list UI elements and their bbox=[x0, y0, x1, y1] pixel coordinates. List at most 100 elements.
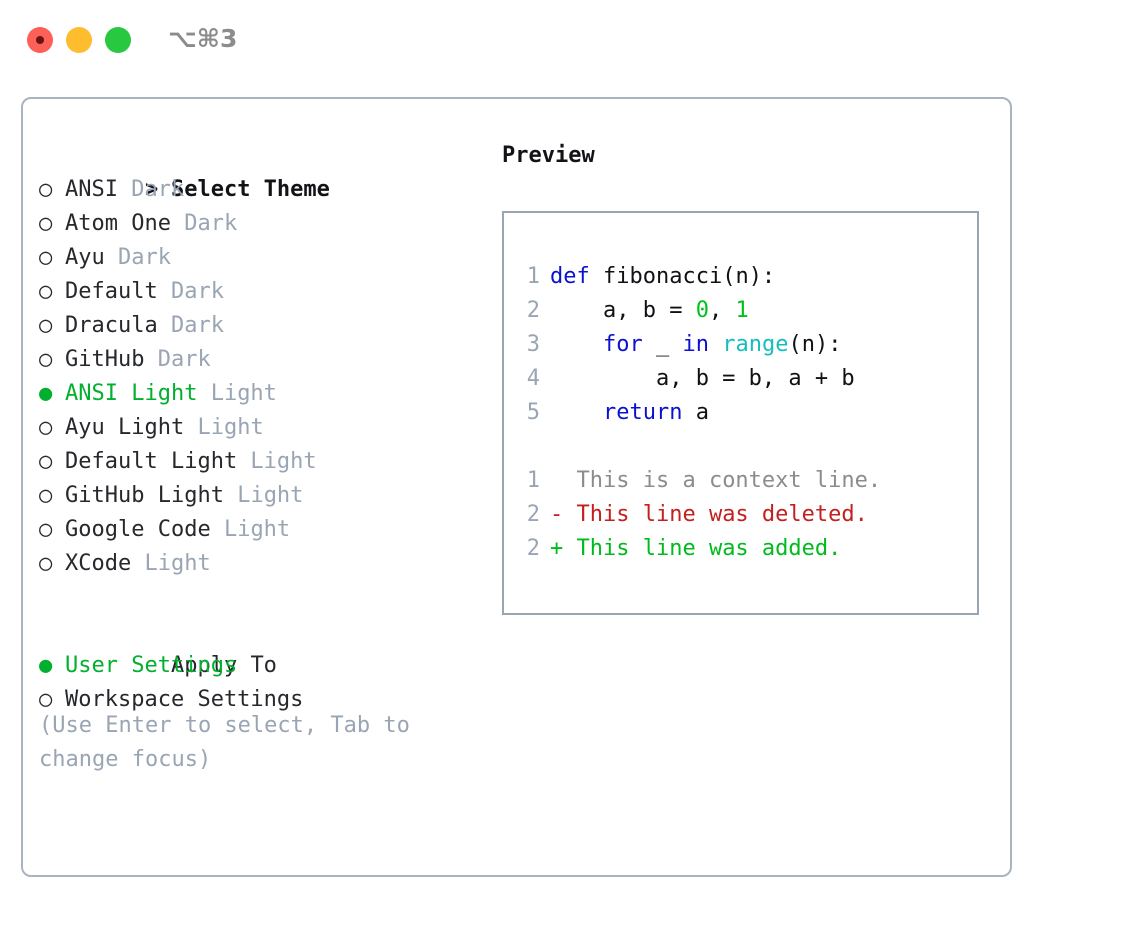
section-spacer bbox=[39, 581, 479, 615]
radio-unselected-icon: ○ bbox=[39, 245, 53, 270]
theme-option-variant-badge: Light bbox=[197, 381, 277, 406]
diff-line-number: 2 bbox=[526, 536, 540, 561]
maximize-window-button[interactable] bbox=[105, 27, 131, 53]
apply-to-option-list: ● User Settings ○ Workspace Settings bbox=[39, 649, 479, 717]
theme-option-label: Default Light bbox=[65, 449, 238, 474]
diff-line-number: 1 bbox=[526, 468, 540, 493]
theme-option-7[interactable]: ○ Ayu Light Light bbox=[39, 411, 479, 445]
main-panel: >Select Theme ○ANSI Dark○Atom One Dark○A… bbox=[21, 97, 1012, 877]
code-line-number: 2 bbox=[526, 298, 540, 323]
code-token-kw: in bbox=[682, 332, 709, 357]
apply-to-option-label: User Settings bbox=[65, 653, 238, 678]
theme-option-label: GitHub Light bbox=[65, 483, 224, 508]
diff-sign-ctx bbox=[550, 468, 563, 493]
theme-option-variant-badge: Dark bbox=[104, 245, 171, 270]
theme-option-1[interactable]: ○Atom One Dark bbox=[39, 207, 479, 241]
code-token-plain: (n): bbox=[788, 332, 842, 357]
theme-option-variant-badge: Light bbox=[237, 449, 317, 474]
radio-selected-icon: ● bbox=[39, 653, 53, 678]
apply-to-heading-label: Apply To bbox=[170, 653, 277, 678]
theme-option-label: Ayu Light bbox=[65, 415, 185, 440]
radio-unselected-icon: ○ bbox=[39, 517, 53, 542]
theme-option-4[interactable]: ○Dracula Dark bbox=[39, 309, 479, 343]
code-line: 3 for _ in range(n): bbox=[516, 328, 881, 362]
theme-option-8[interactable]: ○Default Light Light bbox=[39, 445, 479, 479]
theme-option-0[interactable]: ○ANSI Dark bbox=[39, 173, 479, 207]
preview-box: 1 def fibonacci(n): 2 a, b = 0, 1 3 for _ i… bbox=[502, 211, 979, 615]
theme-option-variant-badge: Light bbox=[131, 551, 211, 576]
theme-option-11[interactable]: ○ XCode Light bbox=[39, 547, 479, 581]
code-token-plain: a, b = b, a + b bbox=[550, 366, 855, 391]
theme-option-5[interactable]: ○GitHub Dark bbox=[39, 343, 479, 377]
code-line: 5 return a bbox=[516, 396, 881, 430]
code-token-plain: fibonacci(n): bbox=[589, 264, 776, 289]
theme-option-variant-badge: Dark bbox=[157, 313, 224, 338]
code-token-plain: a, b = bbox=[550, 298, 696, 323]
theme-option-variant-badge: Dark bbox=[170, 211, 238, 236]
help-hint-text: (Use Enter to select, Tab to change focu… bbox=[39, 713, 410, 772]
theme-option-variant-badge: Light bbox=[184, 415, 264, 440]
theme-option-label: Google Code bbox=[65, 517, 211, 542]
diff-line: 1 This is a context line. bbox=[516, 464, 881, 498]
theme-option-label: Atom One bbox=[65, 211, 171, 236]
apply-to-option-label: Workspace Settings bbox=[65, 687, 304, 712]
code-token-kw: def bbox=[550, 264, 590, 289]
diff-line: 2- This line was deleted. bbox=[516, 498, 881, 532]
radio-unselected-icon: ○ bbox=[39, 347, 53, 372]
theme-option-variant-badge: Dark bbox=[157, 279, 224, 304]
theme-option-label: Ayu bbox=[65, 245, 105, 270]
code-line: 1 def fibonacci(n): bbox=[516, 260, 881, 294]
theme-option-3[interactable]: ○ Default Dark bbox=[39, 275, 479, 309]
theme-selection-column: >Select Theme ○ANSI Dark○Atom One Dark○A… bbox=[39, 139, 479, 717]
diff-text-add: This line was added. bbox=[563, 536, 842, 561]
code-line-number: 4 bbox=[526, 366, 540, 391]
apply-to-option-1[interactable]: ○ Workspace Settings bbox=[39, 683, 479, 717]
code-token-plain bbox=[709, 332, 722, 357]
code-token-plain: , bbox=[708, 298, 736, 323]
radio-selected-icon: ● bbox=[39, 381, 53, 406]
theme-option-label: Default bbox=[65, 279, 158, 304]
diff-line: 2+ This line was added. bbox=[516, 532, 881, 566]
code-token-plain bbox=[550, 400, 603, 425]
theme-option-variant-badge: Light bbox=[223, 483, 304, 508]
apply-to-heading: Apply To bbox=[39, 615, 479, 678]
theme-option-10[interactable]: ○ Google Code Light bbox=[39, 513, 479, 547]
diff-text-del: This line was deleted. bbox=[563, 502, 868, 527]
theme-option-variant-badge: Dark bbox=[117, 177, 185, 202]
preview-code-sample: 1 def fibonacci(n): 2 a, b = 0, 1 3 for _ i… bbox=[516, 260, 881, 566]
select-theme-heading-label: Select Theme bbox=[170, 177, 330, 202]
theme-option-2[interactable]: ○ Ayu Dark bbox=[39, 241, 479, 275]
minimize-window-button[interactable] bbox=[66, 27, 92, 53]
diff-text-ctx: This is a context line. bbox=[563, 468, 882, 493]
code-token-plain: _ bbox=[642, 332, 683, 357]
theme-option-list: ○ANSI Dark○Atom One Dark○Ayu Dark○Defaul… bbox=[39, 173, 479, 581]
code-line: 4 a, b = b, a + b bbox=[516, 362, 881, 396]
theme-option-6[interactable]: ● ANSI Light Light bbox=[39, 377, 479, 411]
select-theme-heading: > Select Theme bbox=[39, 139, 479, 202]
apply-to-option-0[interactable]: ● User Settings bbox=[39, 649, 479, 683]
theme-option-label: Dracula bbox=[65, 313, 158, 338]
code-token-num: 0 bbox=[695, 298, 709, 323]
code-token-num: 1 bbox=[735, 298, 749, 323]
radio-unselected-icon: ○ bbox=[39, 687, 53, 712]
theme-option-label: ANSI Light bbox=[65, 381, 198, 406]
code-line-number: 1 bbox=[526, 264, 540, 289]
theme-option-label: ANSI bbox=[65, 177, 118, 202]
diff-line-number: 2 bbox=[526, 502, 540, 527]
radio-unselected-icon: ○ bbox=[39, 551, 53, 576]
theme-option-variant-badge: Light bbox=[210, 517, 291, 542]
theme-option-9[interactable]: ○GitHub Light Light bbox=[39, 479, 479, 513]
radio-unselected-icon: ○ bbox=[39, 415, 53, 440]
close-window-button[interactable] bbox=[27, 27, 53, 53]
code-token-fn: range bbox=[722, 332, 789, 357]
code-token-plain: a bbox=[682, 400, 709, 425]
preview-heading: Preview bbox=[502, 143, 595, 168]
code-token-kw: for bbox=[602, 332, 643, 357]
radio-unselected-icon: ○ bbox=[39, 279, 53, 304]
title-bar: ⌥⌘3 bbox=[0, 0, 1140, 78]
code-line-number: 3 bbox=[526, 332, 540, 357]
cursor-arrow-icon: > bbox=[144, 177, 159, 202]
theme-option-label: XCode bbox=[65, 551, 132, 576]
keyboard-shortcut-label: ⌥⌘3 bbox=[168, 24, 238, 53]
